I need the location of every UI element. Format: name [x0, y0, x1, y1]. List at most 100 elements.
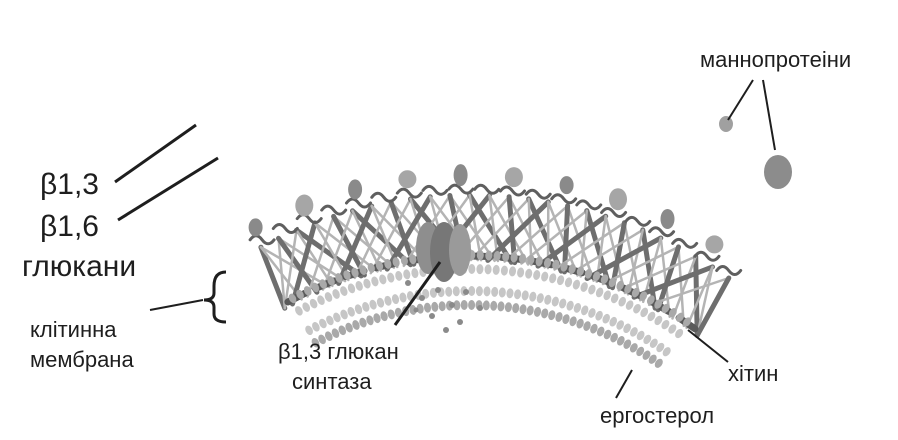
label-beta16: β1,6 [40, 210, 99, 243]
lipid-head [484, 264, 491, 274]
lipid-head [540, 308, 549, 319]
mannoprotein-blob [348, 179, 362, 199]
mannoprotein-blob [454, 164, 468, 186]
lipid-head [379, 310, 388, 321]
lipid-head [548, 273, 557, 284]
lipid-head [483, 286, 490, 296]
label-membrane-line1: клітинна [30, 318, 117, 342]
lipid-head [394, 270, 403, 281]
mannoprotein-chain [577, 201, 601, 209]
mannoprotein-blob [249, 218, 263, 236]
lipid-head [423, 302, 431, 313]
lipid-head [468, 300, 475, 310]
mannoprotein-chain [250, 236, 274, 244]
lipid-head [540, 271, 549, 282]
lipid-head [483, 300, 490, 310]
mannoprotein-blob [295, 195, 313, 217]
mannoprotein-blob [505, 167, 523, 187]
mannoprotein-chain [695, 252, 719, 260]
lipid-head [558, 298, 567, 309]
pointer-membrane [150, 300, 203, 310]
lipid-head [602, 289, 612, 301]
lipid-head [554, 311, 563, 322]
lipid-head [564, 277, 573, 288]
mannoprotein-blob [719, 116, 733, 132]
lipid-head [490, 301, 498, 311]
lipid-head [376, 297, 385, 308]
lipid-head [331, 288, 341, 300]
lipid-head [572, 279, 582, 291]
label-glucans: глюкани [22, 250, 136, 283]
lipid-head [498, 287, 506, 298]
lipid-head [476, 286, 483, 296]
lipid-head [580, 305, 590, 317]
lipid-head [383, 295, 392, 306]
lipid-head [362, 278, 371, 290]
mannoprotein-chain [475, 185, 499, 193]
pointer-beta13 [115, 125, 196, 182]
lipid-head [543, 294, 552, 305]
lipid-head [528, 291, 537, 302]
label-ergosterol: ергостерол [600, 404, 714, 428]
lipid-head [476, 264, 483, 274]
mannoprotein-blob [764, 155, 792, 189]
glucan-fiber [696, 257, 698, 336]
lipid-head [378, 274, 387, 285]
lipid-head [521, 290, 529, 301]
mannoprotein-chain [552, 195, 576, 203]
lipid-head [513, 289, 521, 300]
lipid-head [561, 313, 571, 325]
lipid-head [438, 301, 446, 312]
lipid-head [411, 268, 419, 279]
lipid-head [468, 286, 475, 296]
lipid-head [354, 303, 364, 315]
mannoprotein-blob [661, 209, 675, 229]
lipid-head [556, 274, 565, 285]
lipid-head [512, 303, 520, 314]
lipid-head [532, 269, 541, 280]
lipid-head [368, 299, 377, 311]
lipid-head [347, 283, 357, 295]
mannoprotein-chain [423, 186, 447, 194]
mannoprotein-chain [449, 185, 473, 193]
lipid-head [573, 302, 583, 314]
label-beta13: β1,3 [40, 168, 99, 201]
mannoprotein-chain [626, 217, 650, 225]
lipid-head [372, 312, 381, 324]
mannoprotein-chain [501, 187, 525, 195]
lipid-head [497, 301, 505, 312]
lipid-head [536, 293, 545, 304]
lipid-head [370, 276, 379, 287]
lipid-head [361, 301, 371, 313]
mannoprotein-blob [705, 235, 723, 253]
lipid-head [500, 265, 508, 276]
label-mannoproteins: маннопротеіни [700, 48, 851, 72]
glucan-fiber-network [261, 195, 729, 335]
pointer-mannoprotein-1 [728, 80, 753, 120]
lipid-head [504, 302, 512, 313]
lipid-head [526, 305, 535, 316]
lipid-head [403, 269, 412, 280]
lipid-head [391, 293, 400, 304]
label-synthase-line1: β1,3 глюкан [278, 340, 399, 364]
lipid-head [386, 272, 395, 283]
lipid-head [468, 264, 475, 274]
lipid-head [453, 286, 460, 296]
label-chitin: хітин [728, 362, 778, 386]
lipid-head [491, 287, 499, 297]
mannoprotein-chain [717, 267, 741, 275]
lipid-head [579, 281, 589, 293]
lipid-head [565, 300, 575, 312]
mannoprotein-chain [297, 215, 321, 223]
lipid-head [595, 286, 605, 298]
mannoprotein-chain [273, 225, 297, 233]
lipid-head [519, 304, 527, 315]
mannoprotein-chain [347, 199, 371, 207]
lipid-head [492, 265, 500, 275]
lipid-head [610, 292, 620, 304]
lipid-head [431, 302, 439, 313]
mannoprotein-blob [560, 176, 574, 194]
lipid-head [508, 266, 516, 277]
lipid-head [339, 285, 349, 297]
label-membrane-line2: мембрана [30, 348, 134, 372]
